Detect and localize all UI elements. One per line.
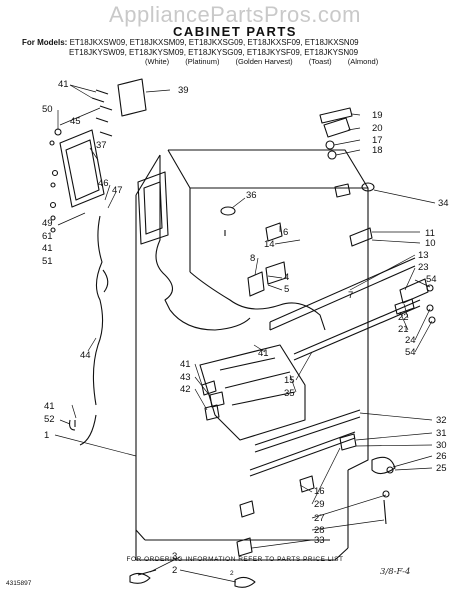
- callout-49: 49: [42, 218, 53, 229]
- callout-39: 39: [178, 85, 189, 96]
- ordering-note: FOR ORDERING INFORMATION REFER TO PARTS …: [126, 556, 344, 563]
- watermark: AppliancePartsPros.com: [109, 2, 361, 27]
- callout-41: 41: [180, 359, 191, 370]
- callout-36: 36: [246, 190, 257, 201]
- callout-23: 23: [418, 262, 429, 273]
- callout-41: 41: [44, 401, 55, 412]
- models-line-2: ET18JKYSW09, ET18JKYSM09, ET18JKYSG09, E…: [69, 47, 359, 57]
- lower-rails-and-base: [129, 409, 396, 588]
- wire-harness: [69, 215, 109, 446]
- callout-44: 44: [80, 350, 91, 361]
- callout-13: 13: [418, 250, 429, 261]
- callout-7: 7: [348, 290, 353, 301]
- top-hinge-assembly: [117, 78, 353, 198]
- hinge-bracket: [49, 89, 113, 233]
- color-white: (White): [145, 57, 170, 66]
- callout-18: 18: [372, 145, 383, 156]
- callout-20: 20: [372, 123, 383, 134]
- callout-32: 32: [436, 415, 447, 426]
- callout-6: 6: [283, 227, 288, 238]
- callout-33: 33: [314, 535, 325, 546]
- model-list: For Models: ET18JKXSW09, ET18JKXSM09, ET…: [22, 38, 359, 57]
- color-toast: (Toast): [308, 57, 332, 66]
- callout-41: 41: [258, 348, 269, 359]
- callout-41: 41: [42, 243, 53, 254]
- callout-50: 50: [42, 104, 53, 115]
- callout-5: 5: [284, 284, 289, 295]
- callout-24: 24: [405, 335, 416, 346]
- handwritten-note: 3/8-F-4: [380, 567, 411, 577]
- callout-54: 54: [405, 347, 416, 358]
- freezer-evaporator-panel: [137, 171, 287, 297]
- top-plug: [220, 182, 375, 216]
- page-number: 2: [230, 570, 234, 577]
- cabinet-shell: [135, 149, 369, 561]
- callout-41: 41: [58, 79, 69, 90]
- models-label: For Models:: [22, 38, 68, 47]
- callout-25: 25: [436, 463, 447, 474]
- callout-16: 16: [314, 486, 325, 497]
- callout-37: 37: [96, 140, 107, 151]
- callout-22: 22: [398, 312, 409, 323]
- color-legend: (White) (Platinum) (Golden Harvest) (Toa…: [145, 57, 392, 66]
- color-almond: (Almond): [347, 57, 379, 66]
- callout-54: 54: [426, 274, 437, 285]
- crisper-cover-assembly: [199, 344, 306, 441]
- callout-51: 51: [42, 256, 53, 267]
- callout-46: 46: [98, 178, 109, 189]
- callout-14: 14: [264, 239, 275, 250]
- color-platinum: (Platinum): [185, 57, 220, 66]
- callout-19: 19: [372, 110, 383, 121]
- callout-26: 26: [436, 451, 447, 462]
- callout-27: 27: [314, 513, 325, 524]
- callout-47: 47: [112, 185, 123, 196]
- callout-17: 17: [372, 135, 383, 146]
- callout-43: 43: [180, 372, 191, 383]
- callout-31: 31: [436, 428, 447, 439]
- callout-11: 11: [425, 228, 435, 239]
- callout-30: 30: [436, 440, 447, 451]
- callout-15: 15: [284, 375, 295, 386]
- callout-1: 1: [44, 430, 49, 441]
- callout-45: 45: [70, 116, 81, 127]
- diagram-title: CABINET PARTS: [173, 24, 297, 39]
- callout-8: 8: [250, 253, 255, 264]
- callout-61: 61: [42, 231, 53, 242]
- callout-10: 10: [425, 238, 436, 249]
- leader-lines: [54, 84, 436, 583]
- callout-29: 29: [314, 499, 325, 510]
- callout-3: 3: [172, 551, 177, 562]
- models-line-1: ET18JKXSW09, ET18JKXSM09, ET18JKXSG09, E…: [69, 38, 359, 47]
- callout-34: 34: [438, 198, 449, 209]
- callout-21: 21: [398, 324, 409, 335]
- callout-52: 52: [44, 414, 55, 425]
- callout-35: 35: [284, 388, 295, 399]
- callout-42: 42: [180, 384, 191, 395]
- shelf-rail-assembly: [269, 227, 436, 361]
- color-golden-harvest: (Golden Harvest): [235, 57, 293, 66]
- callout-labels: 41 39 50 45 37 19 20 17 18 36 46 47 49 6…: [42, 79, 449, 576]
- document-number: 4315897: [6, 580, 32, 587]
- callout-2: 2: [172, 565, 177, 576]
- callout-4: 4: [284, 272, 289, 283]
- callout-28: 28: [314, 525, 325, 536]
